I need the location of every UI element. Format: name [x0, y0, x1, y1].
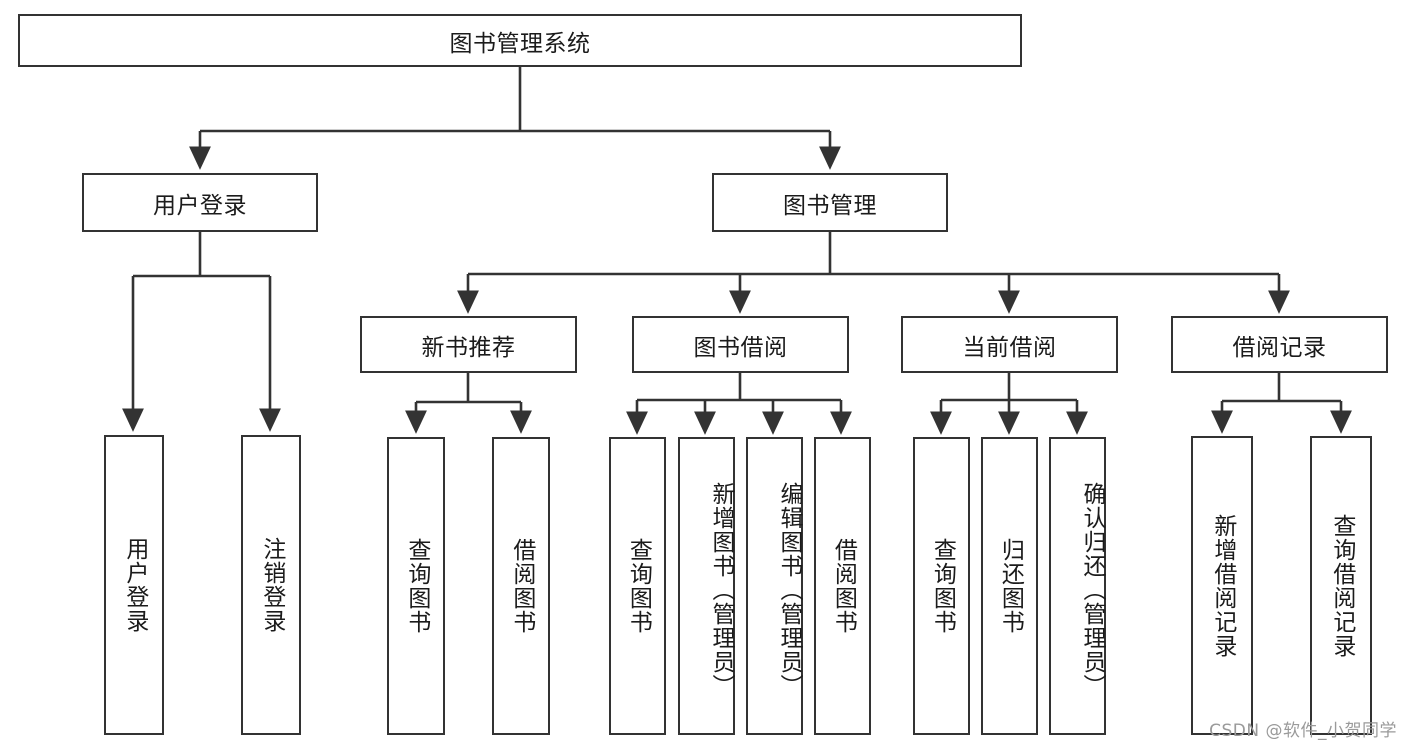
leaf-borrow-books-1[interactable]: 借阅图书: [492, 437, 550, 735]
node-label: 新书推荐: [421, 334, 516, 361]
node-label: 借阅图书: [508, 538, 535, 634]
leaf-query-books-1[interactable]: 查询图书: [387, 437, 445, 735]
node-label: 借阅记录: [1232, 334, 1327, 361]
node-label: 查询图书: [929, 538, 956, 634]
leaf-add-borrow-record[interactable]: 新增借阅记录: [1191, 436, 1253, 735]
leaf-confirm-return-admin[interactable]: 确认归还（管理员）: [1049, 437, 1106, 735]
node-borrow-record[interactable]: 借阅记录: [1171, 316, 1388, 373]
node-label: 借阅图书: [830, 538, 857, 634]
leaf-borrow-books-2[interactable]: 借阅图书: [814, 437, 871, 735]
node-label: 注销登录: [258, 537, 285, 633]
leaf-logout-login[interactable]: 注销登录: [241, 435, 301, 735]
node-label: 用户登录: [121, 537, 148, 633]
node-label: 查询图书: [625, 538, 652, 634]
leaf-query-books-3[interactable]: 查询图书: [913, 437, 970, 735]
node-current-borrow[interactable]: 当前借阅: [901, 316, 1118, 373]
node-label: 新增借阅记录: [1209, 513, 1236, 658]
node-label: 编辑图书（管理员）: [776, 482, 802, 698]
node-label: 用户登录: [153, 192, 247, 219]
node-label: 图书管理: [783, 192, 877, 219]
node-label: 查询图书: [403, 538, 430, 634]
leaf-return-books[interactable]: 归还图书: [981, 437, 1038, 735]
node-book-borrow[interactable]: 图书借阅: [632, 316, 849, 373]
leaf-query-books-2[interactable]: 查询图书: [609, 437, 666, 735]
leaf-query-borrow-record[interactable]: 查询借阅记录: [1310, 436, 1372, 735]
node-new-book-recommend[interactable]: 新书推荐: [360, 316, 577, 373]
node-label: 查询借阅记录: [1328, 513, 1355, 658]
node-label: 归还图书: [997, 538, 1024, 634]
node-label: 新增图书（管理员）: [708, 482, 734, 698]
leaf-add-book-admin[interactable]: 新增图书（管理员）: [678, 437, 735, 735]
node-label: 图书借阅: [693, 334, 788, 361]
node-label: 当前借阅: [962, 334, 1057, 361]
node-label: 图书管理系统: [449, 30, 591, 57]
leaf-user-login[interactable]: 用户登录: [104, 435, 164, 735]
node-book-management-system[interactable]: 图书管理系统: [18, 14, 1022, 67]
node-user-login[interactable]: 用户登录: [82, 173, 318, 232]
leaf-edit-book-admin[interactable]: 编辑图书（管理员）: [746, 437, 803, 735]
node-book-management[interactable]: 图书管理: [712, 173, 948, 232]
node-label: 确认归还（管理员）: [1079, 482, 1105, 698]
